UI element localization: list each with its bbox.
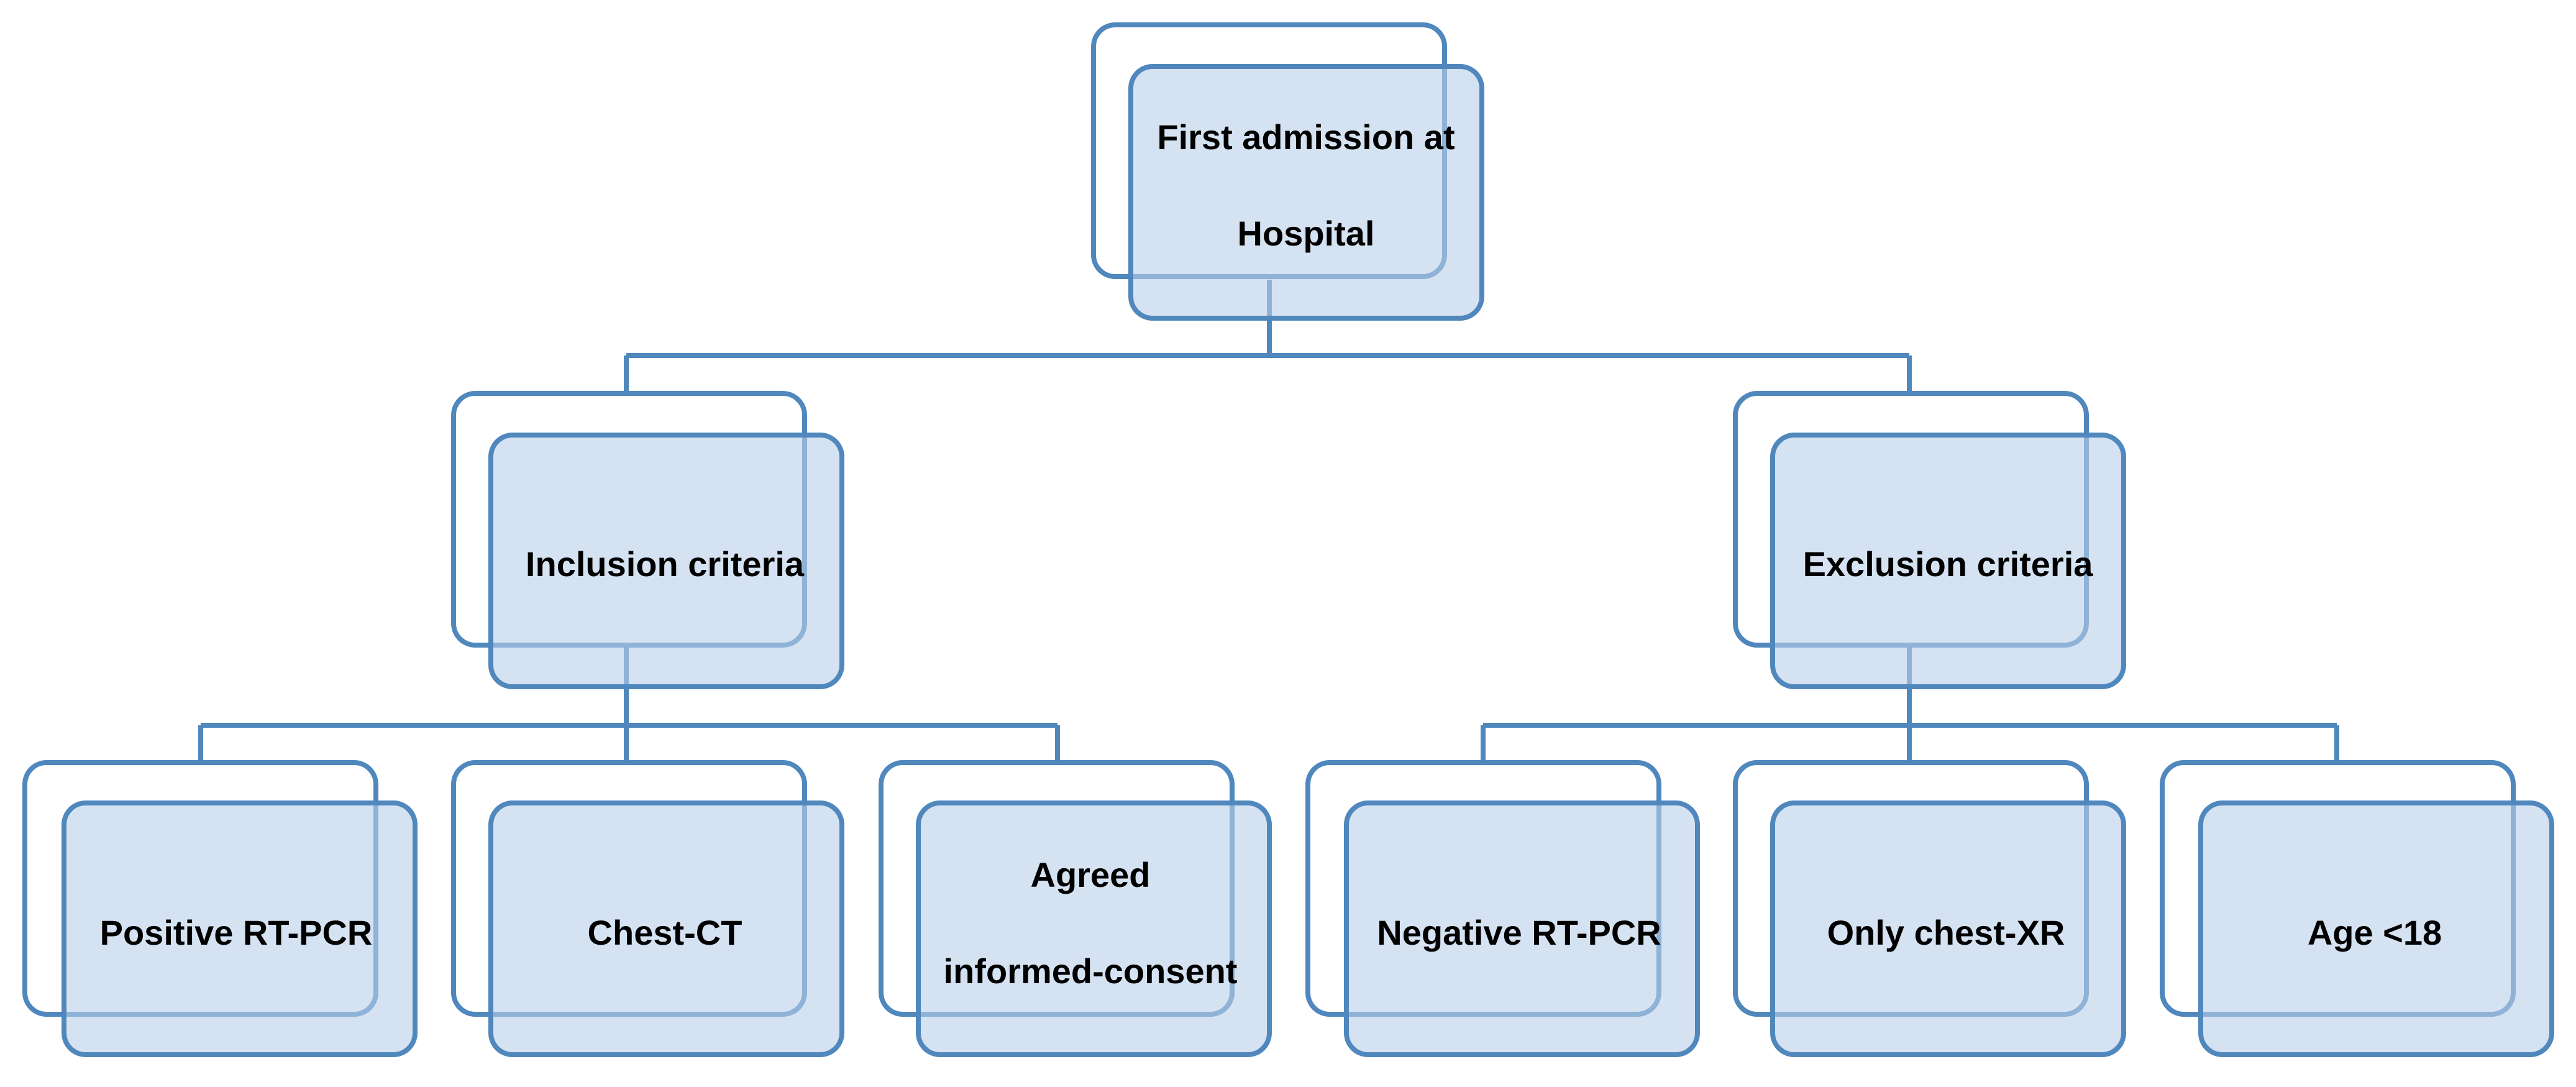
node-inclusion-criteria: Inclusion criteria <box>451 391 844 689</box>
node-exclusion-criteria: Exclusion criteria <box>1733 391 2126 689</box>
node-age-under-18: Age <18 <box>2160 760 2554 1057</box>
node-root-label-line-1: First admission at <box>1157 117 1455 157</box>
node-positive-rt-pcr-label: Positive RT-PCR <box>100 913 373 952</box>
node-chest-ct: Chest-CT <box>451 760 844 1057</box>
node-only-chest-xr: Only chest-XR <box>1733 760 2126 1057</box>
node-negative-rt-pcr-box <box>1344 800 1700 1057</box>
node-exclusion-box <box>1770 433 2126 689</box>
node-agreed-informed-consent-label-line-2: informed-consent <box>944 952 1238 991</box>
node-agreed-informed-consent: Agreed informed-consent <box>879 760 1272 1057</box>
node-chest-ct-box <box>488 800 844 1057</box>
node-inclusion-box <box>488 433 844 689</box>
node-exclusion-label: Exclusion criteria <box>1803 544 2094 584</box>
node-agreed-informed-consent-box <box>916 800 1272 1057</box>
node-positive-rt-pcr: Positive RT-PCR <box>22 760 418 1057</box>
node-root-box <box>1128 64 1484 321</box>
node-positive-rt-pcr-box <box>62 800 418 1057</box>
node-age-under-18-box <box>2198 800 2554 1057</box>
node-chest-ct-label: Chest-CT <box>588 913 742 952</box>
node-only-chest-xr-box <box>1770 800 2126 1057</box>
node-negative-rt-pcr: Negative RT-PCR <box>1305 760 1700 1057</box>
node-root: First admission at Hospital <box>1091 22 1484 321</box>
node-inclusion-label: Inclusion criteria <box>526 544 805 584</box>
node-root-label-line-2: Hospital <box>1238 214 1375 253</box>
node-negative-rt-pcr-label: Negative RT-PCR <box>1377 913 1661 952</box>
node-age-under-18-label: Age <18 <box>2308 913 2442 952</box>
node-agreed-informed-consent-label-line-1: Agreed <box>1031 855 1151 894</box>
node-only-chest-xr-label: Only chest-XR <box>1827 913 2065 952</box>
